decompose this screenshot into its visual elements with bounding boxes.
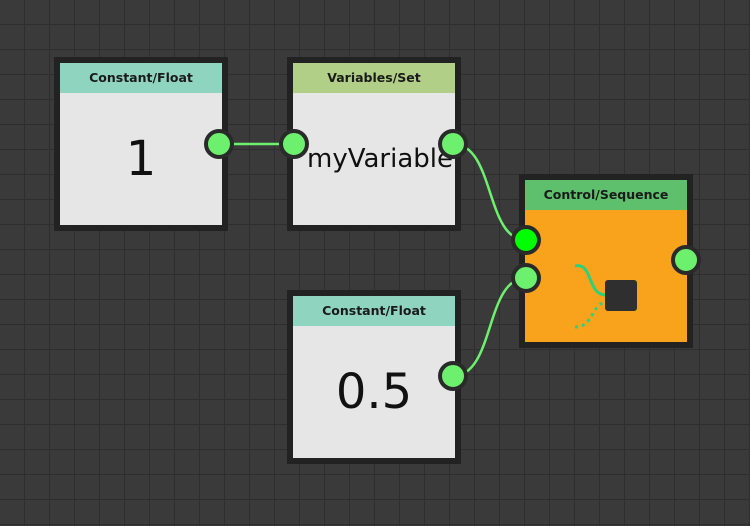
sequence-output-port[interactable]: [671, 245, 701, 275]
variables-set-node[interactable]: Variables/Set myVariable: [287, 57, 461, 231]
wire-set-to-sequence: [452, 142, 527, 242]
float2-output-port[interactable]: [438, 361, 468, 391]
node-title: Constant/Float: [293, 296, 455, 326]
set-output-port[interactable]: [438, 129, 468, 159]
sequence-input-port-1[interactable]: [511, 225, 541, 255]
set-input-port[interactable]: [279, 129, 309, 159]
node-value: 0.5: [293, 326, 455, 458]
float1-output-port[interactable]: [204, 129, 234, 159]
sequence-body: [525, 210, 687, 342]
node-title: Control/Sequence: [525, 180, 687, 210]
constant-float-node-1[interactable]: Constant/Float 1: [54, 57, 228, 231]
sequence-icon: [574, 264, 637, 329]
node-title: Constant/Float: [60, 63, 222, 93]
variable-name: myVariable: [293, 93, 455, 225]
constant-float-node-2[interactable]: Constant/Float 0.5: [287, 290, 461, 464]
node-value: 1: [60, 93, 222, 225]
sequence-input-port-2[interactable]: [511, 263, 541, 293]
node-title: Variables/Set: [293, 63, 455, 93]
wire-float2-to-sequence: [452, 276, 527, 378]
control-sequence-node[interactable]: Control/Sequence: [519, 174, 693, 348]
